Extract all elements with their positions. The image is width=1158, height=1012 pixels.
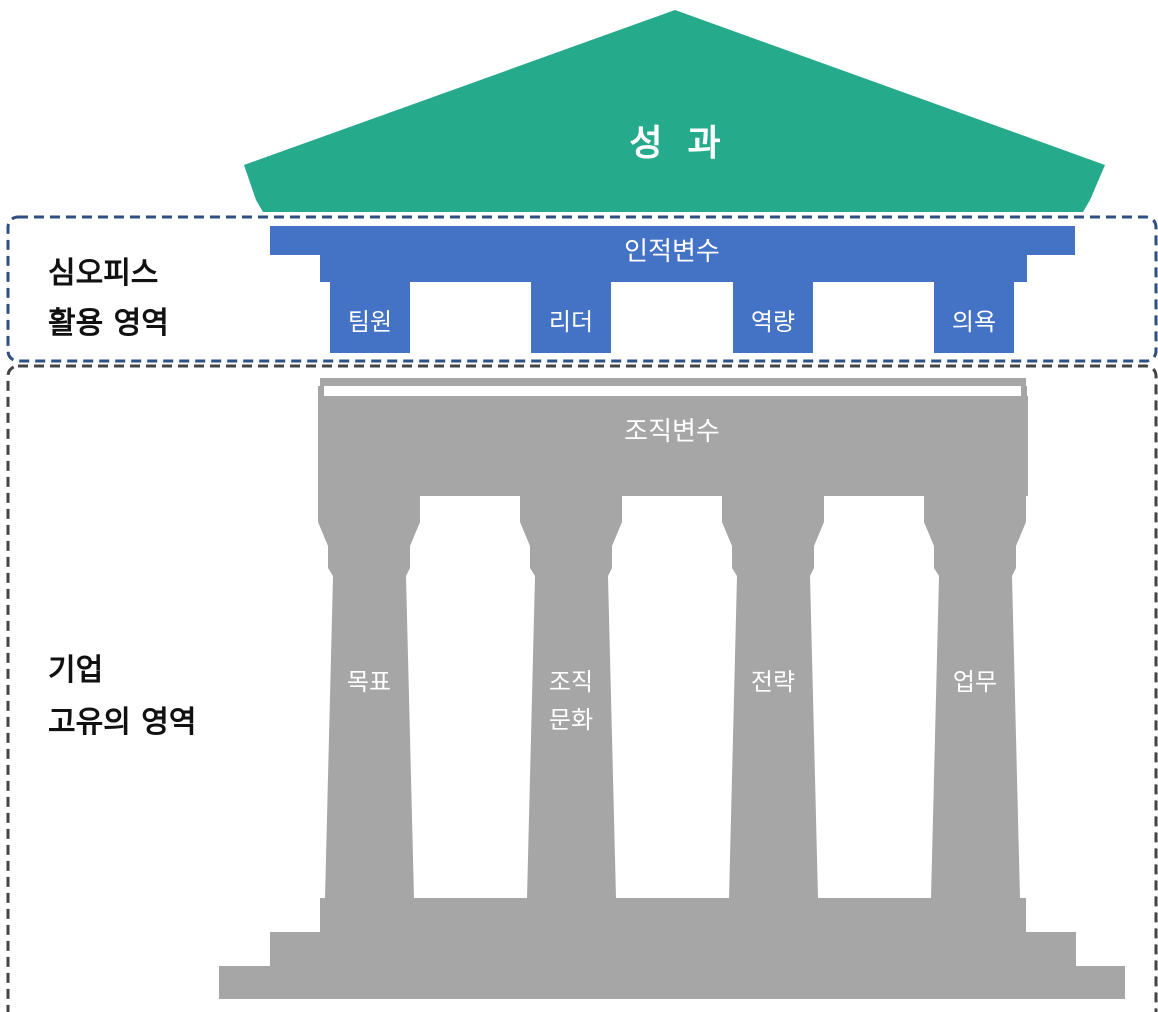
personal-pillar-3: 역량 [733, 282, 813, 353]
personal-pillar-label: 역량 [751, 308, 795, 336]
organization-area: 조직변수 목표 조직 문화 전략 업무 기업 고유의 영역 [6, 364, 1158, 1012]
personal-pillar-label: 리더 [549, 308, 593, 336]
organization-area-label-line1: 기업 [48, 653, 103, 688]
organization-pillar-label: 조직 [549, 668, 593, 696]
organization-area-label-line2: 고유의 영역 [48, 705, 196, 740]
organization-pillar-1: 목표 [347, 668, 391, 696]
personal-pillar-2: 리더 [531, 282, 611, 353]
organization-pillar-3: 전략 [751, 668, 795, 696]
organization-pillar-label: 전략 [751, 668, 795, 696]
roof: 성 과 [244, 10, 1105, 212]
organization-pillar-4: 업무 [953, 668, 997, 696]
organization-pillar-label: 업무 [953, 668, 997, 696]
personal-area-border [6, 215, 1158, 363]
organization-pillar-label: 목표 [347, 668, 391, 696]
roof-shape [244, 10, 1105, 212]
organization-pillar-label-2: 문화 [549, 706, 593, 734]
personal-area-label-line1: 심오피스 [48, 256, 158, 291]
personal-beam [270, 226, 1075, 282]
organization-pillar-2: 조직 문화 [549, 668, 593, 734]
organization-title: 조직변수 [624, 417, 720, 447]
organization-area-border [6, 364, 1158, 1012]
personal-pillar-label: 팀원 [348, 308, 392, 336]
personal-pillar-4: 의욕 [934, 282, 1014, 353]
personal-area-label-line2: 활용 영역 [48, 306, 169, 341]
personal-pillar-1: 팀원 [330, 282, 410, 353]
organization-structure [219, 378, 1125, 999]
personal-pillar-label: 의욕 [952, 308, 996, 336]
personal-title: 인적변수 [624, 237, 720, 267]
personal-area: 인적변수 팀원 리더 역량 의욕 심오피스 활용 영역 [6, 215, 1158, 363]
roof-label: 성 과 [629, 123, 720, 164]
